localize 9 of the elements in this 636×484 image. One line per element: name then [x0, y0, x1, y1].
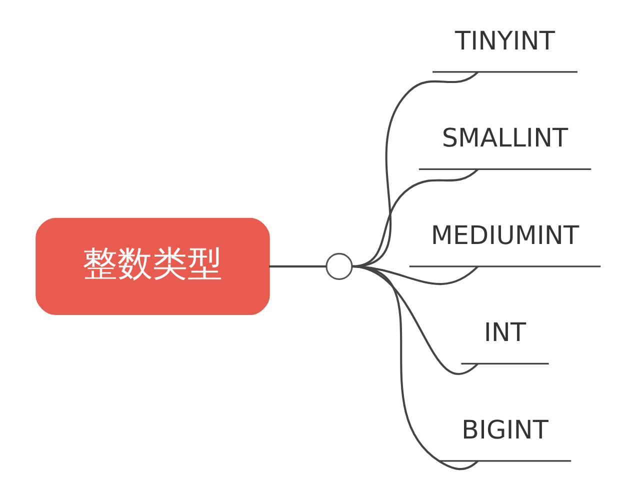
node-circle [325, 252, 352, 280]
node-box: 整数类型 [35, 218, 270, 316]
node-text: BIGINT [461, 415, 548, 446]
node-text: TINYINT [454, 26, 554, 56]
connector [351, 265, 478, 470]
connector [268, 265, 326, 268]
node-text: MEDIUMINT [430, 220, 579, 251]
node-text: INT [483, 318, 526, 348]
node-text: SMALLINT [441, 124, 568, 154]
